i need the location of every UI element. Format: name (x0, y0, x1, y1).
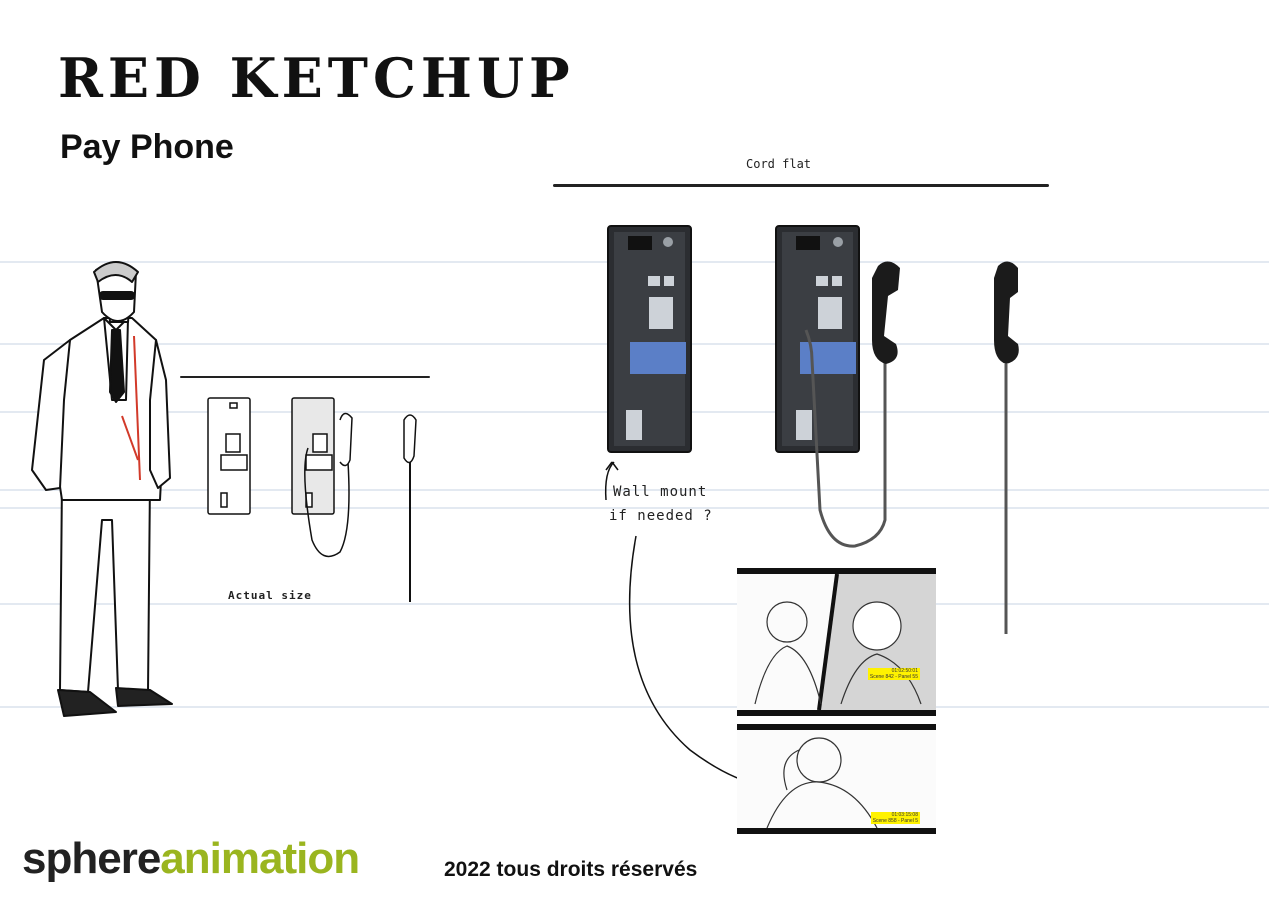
payphone-wall-mount (607, 225, 692, 453)
small-handset (403, 414, 417, 602)
wall-mount-arrow (604, 461, 615, 501)
storyboard-panel: 01:03:15:08 Scene 858 - Panel 5 (737, 724, 936, 834)
storyboard-timecode: 01:03:15:08 (891, 812, 918, 818)
sphere-animation-logo: sphereanimation (22, 834, 360, 884)
small-payphone-outline (207, 397, 251, 515)
copyright-text: 2022 tous droits réservés (444, 858, 698, 881)
storyboard-label: 01:02:50:01 Scene 842 - Panel 55 (867, 668, 920, 680)
page-subtitle: Pay Phone (60, 128, 234, 166)
storyboard-sketch (737, 730, 936, 828)
standalone-handset (994, 261, 1019, 634)
guide-line (0, 603, 1269, 605)
page-title: RED KETCHUP (58, 46, 575, 110)
actual-size-rule (180, 376, 430, 378)
storyboard-sketch (737, 574, 936, 710)
logo-sphere: sphere (22, 834, 161, 883)
actual-size-note: Actual size (228, 589, 312, 602)
cord-flat-rule (553, 184, 1049, 187)
wall-mount-note-line1: Wall mount (613, 484, 708, 500)
storyboard-timecode: 01:02:50:01 (891, 668, 918, 674)
storyboard-label: 01:03:15:08 Scene 858 - Panel 5 (870, 812, 920, 824)
small-payphone-shaded (291, 397, 353, 558)
logo-animation: animation (160, 834, 360, 883)
cord-flat-note: Cord flat (746, 157, 812, 171)
storyboard-panel: 01:02:50:01 Scene 842 - Panel 55 (737, 568, 936, 716)
storyboard-scene: Scene 858 - Panel 5 (872, 818, 918, 824)
character-figure (31, 261, 173, 717)
guide-line (0, 706, 1269, 708)
storyboard-scene: Scene 842 - Panel 55 (869, 674, 918, 680)
guide-line (0, 489, 1269, 491)
payphone-with-handset (775, 225, 900, 548)
wall-mount-note-line2: if needed ? (609, 508, 713, 524)
storyboard-arrow (628, 535, 765, 787)
guide-line (0, 507, 1269, 509)
